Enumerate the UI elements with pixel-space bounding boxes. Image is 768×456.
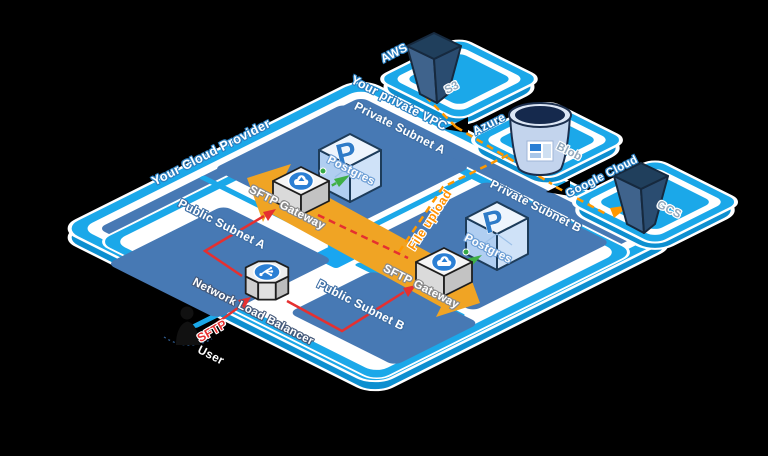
nlb-to-gateway-b-arrowhead <box>403 285 416 297</box>
postgres-b-icon: P <box>465 201 529 271</box>
gateway-b-status-dot <box>462 248 470 256</box>
replication-dashed-line <box>317 213 409 260</box>
gcs-bucket-icon <box>613 162 669 234</box>
nlb-to-gateway-a-arrowhead <box>263 209 276 221</box>
boundary-notch-aws-azure <box>444 117 468 133</box>
user-to-nlb-arrowhead <box>238 297 251 309</box>
file-upload-dash-to-blob <box>397 153 509 253</box>
sftp-gateway-a-icon <box>272 166 330 216</box>
gateway-a-status-dot <box>319 167 327 175</box>
sftp-gateway-b-icon <box>415 247 473 297</box>
file-upload-dash-to-gcs <box>455 125 607 216</box>
gateway-a-to-postgres-arrowhead <box>334 175 350 187</box>
user-to-nlb-line <box>202 303 243 335</box>
nlb-to-gateway-b-line <box>286 290 405 333</box>
nlb-to-gateway-a-line <box>202 214 265 278</box>
file-upload-dash-to-s3 <box>423 94 457 128</box>
s3-bucket-icon <box>406 32 462 104</box>
user-icon <box>163 306 213 346</box>
blob-bucket-icon <box>508 102 572 176</box>
network-load-balancer-icon <box>244 260 290 301</box>
